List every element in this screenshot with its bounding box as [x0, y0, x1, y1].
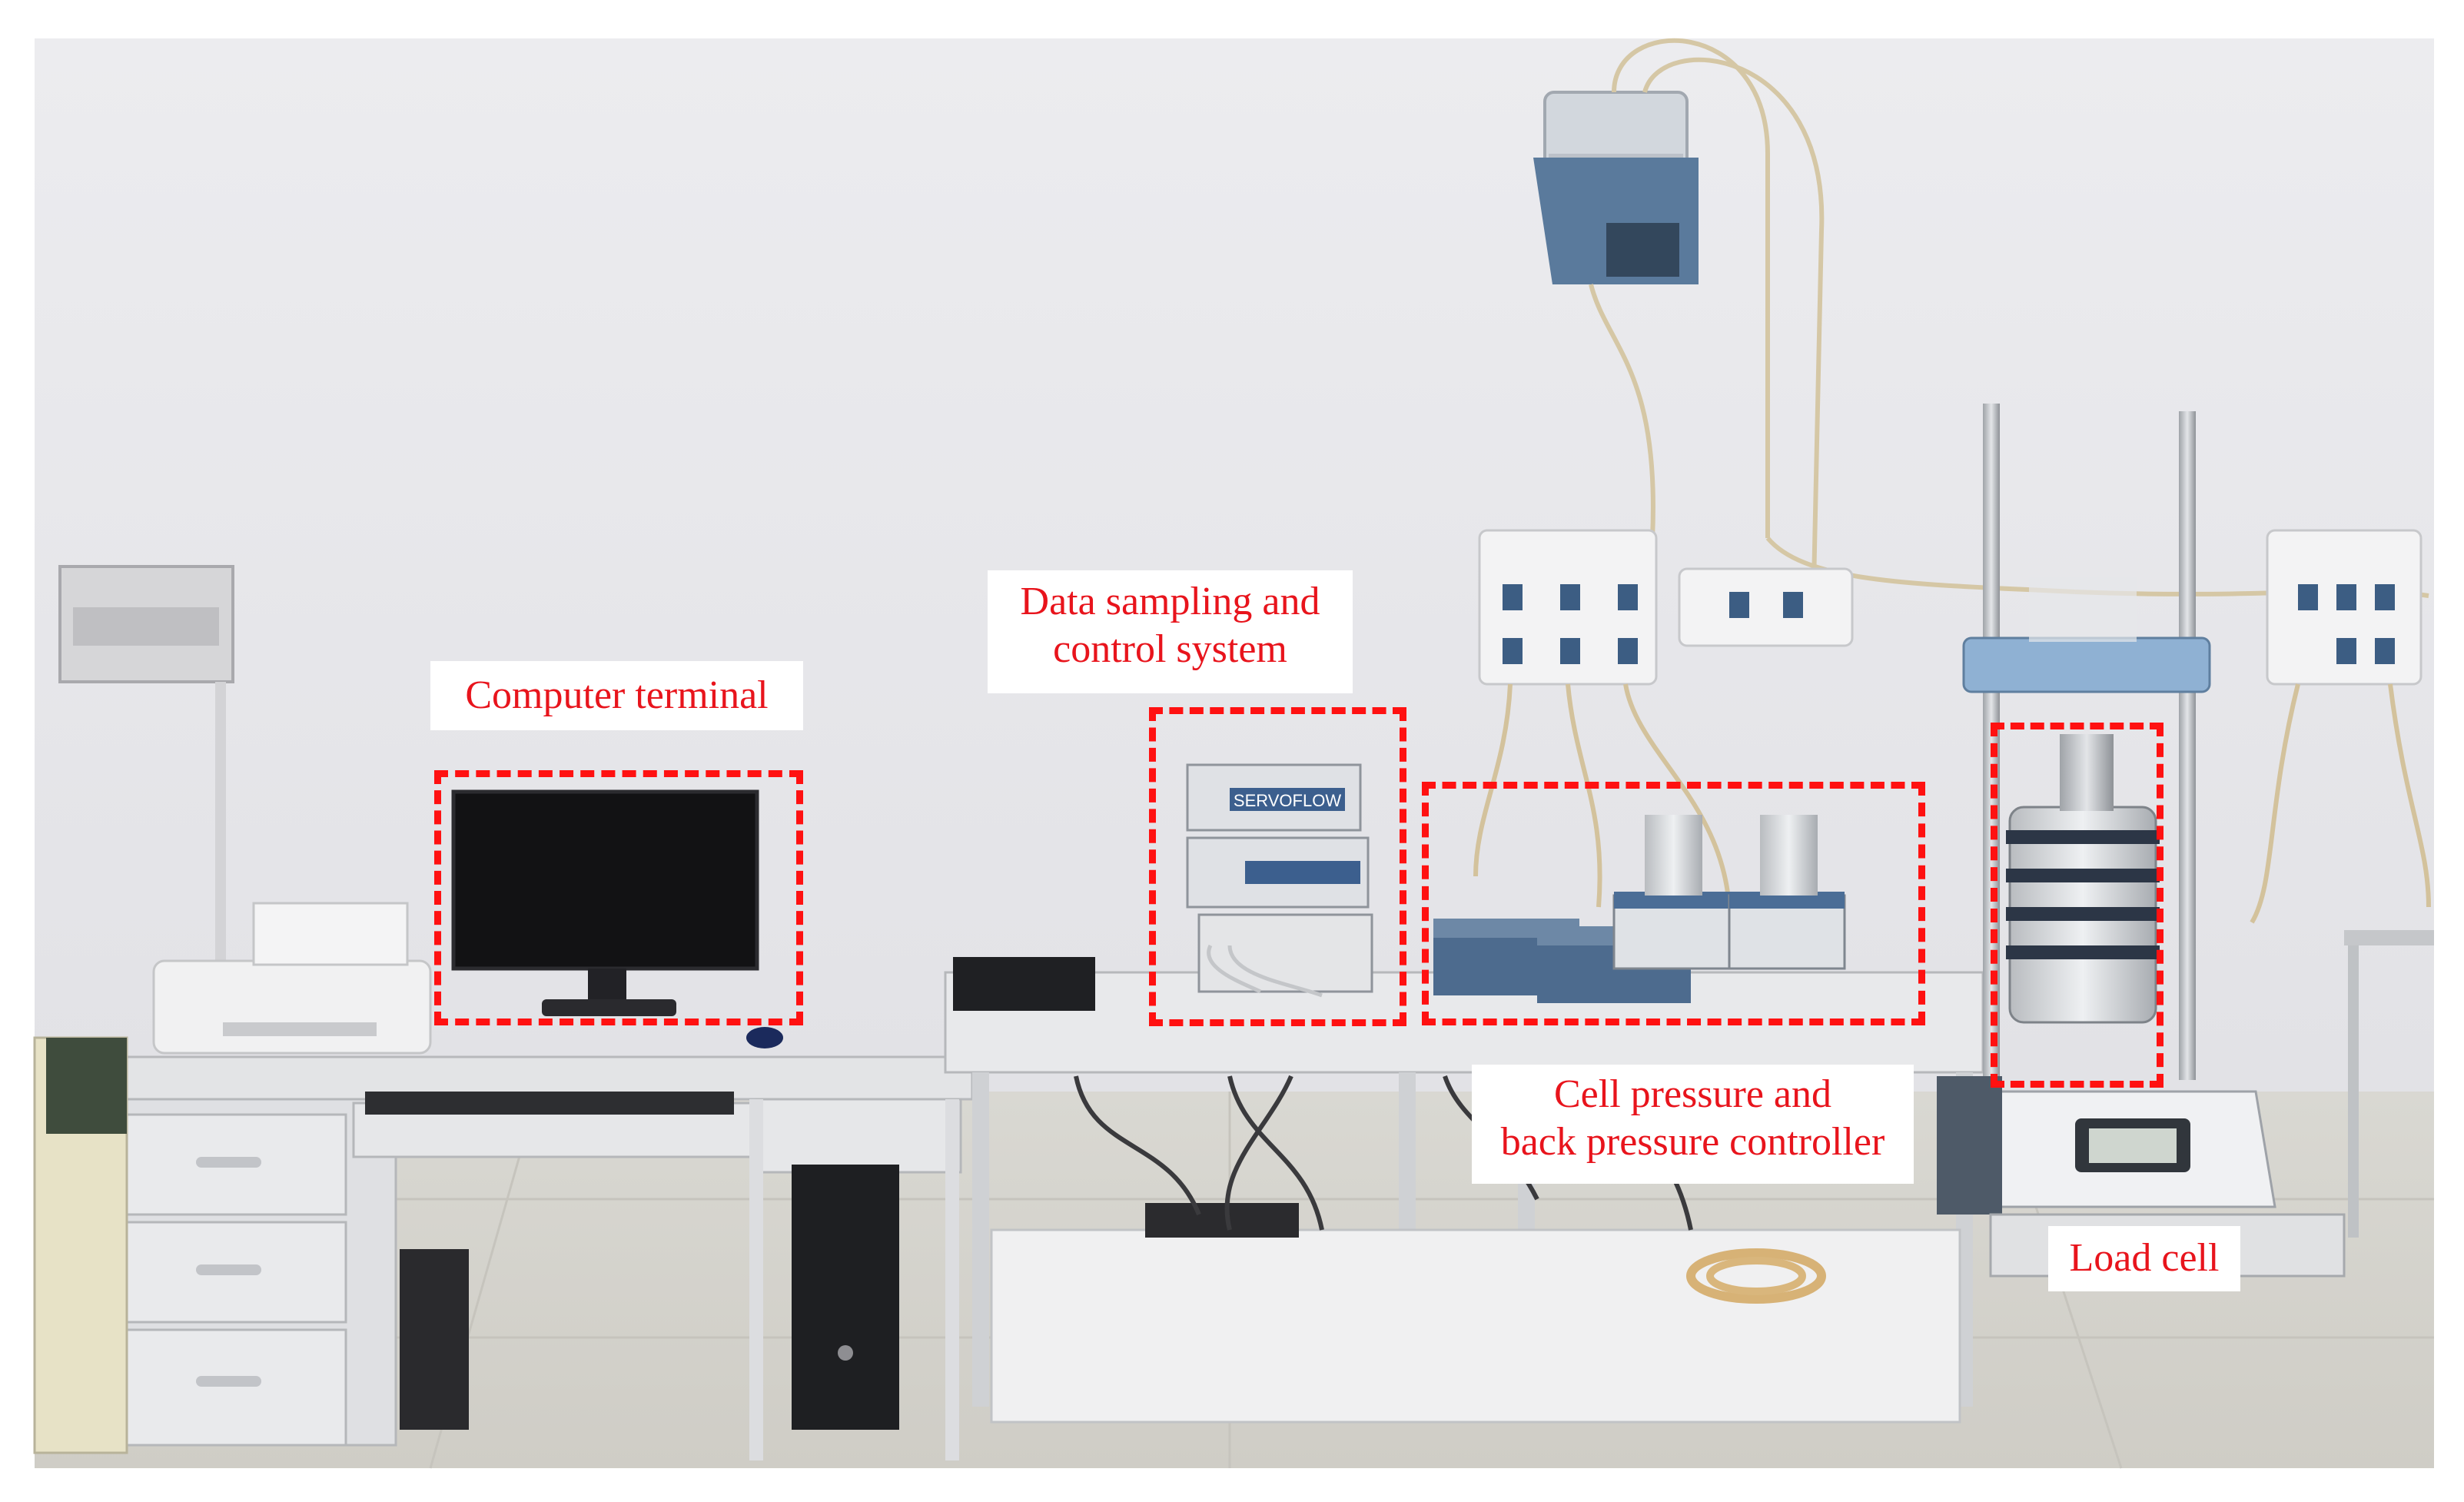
cell-pressure-line1: Cell pressure and — [1553, 1072, 1831, 1116]
load-cell-label: Load cell — [2048, 1226, 2240, 1291]
computer-terminal-box — [434, 770, 803, 1025]
cell-pressure-line2: back pressure controller — [1500, 1120, 1885, 1164]
computer-terminal-text: Computer terminal — [465, 673, 769, 717]
data-sampling-box — [1149, 707, 1406, 1026]
cell-pressure-label: Cell pressure and back pressure controll… — [1472, 1065, 1914, 1184]
data-sampling-label: Data sampling and control system — [988, 570, 1353, 693]
monitor — [451, 789, 759, 971]
servoflow-text: SERVOFLOW — [1234, 791, 1341, 810]
data-sampling-line2: control system — [1053, 627, 1287, 671]
load-cell-box — [1991, 723, 2163, 1088]
cell-pressure-box — [1422, 782, 1925, 1025]
load-cell-text: Load cell — [2069, 1236, 2220, 1280]
computer-terminal-label: Computer terminal — [430, 661, 803, 730]
data-sampling-line1: Data sampling and — [1020, 580, 1320, 623]
